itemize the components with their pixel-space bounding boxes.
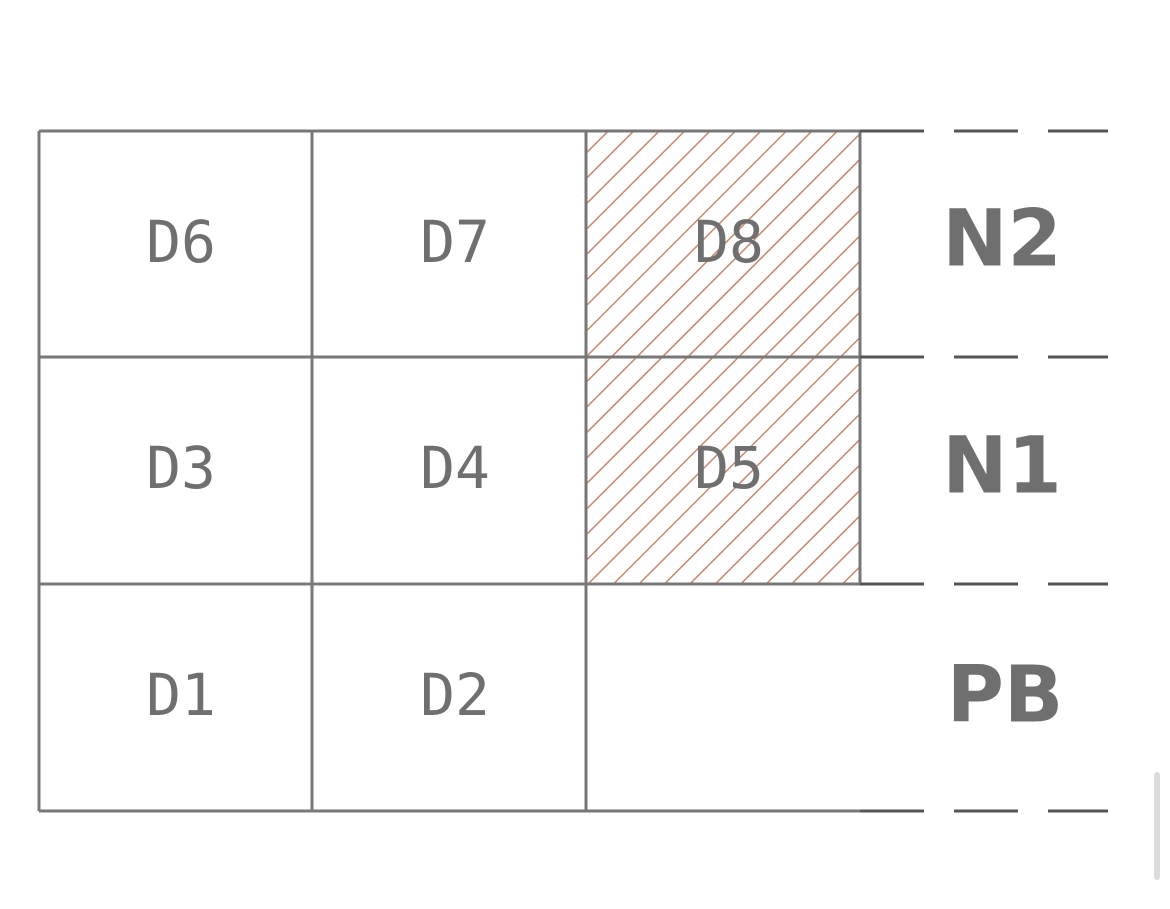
unit-label-d5: D5 (694, 434, 764, 502)
level-label-n2: N2 (942, 194, 1062, 284)
unit-label-d4: D4 (420, 434, 490, 502)
unit-label-d2: D2 (420, 661, 490, 729)
level-dash-lines (860, 129, 1108, 813)
hatch-fill-d8 (586, 131, 860, 357)
scroll-indicator[interactable] (1154, 772, 1160, 880)
unit-labels: D6 D7 D8 D3 D4 D5 D1 D2 (146, 208, 764, 729)
level-label-pb: PB (947, 650, 1064, 740)
unit-label-d8: D8 (694, 208, 764, 276)
unit-label-d1: D1 (146, 661, 216, 729)
level-labels: N2 N1 PB (942, 194, 1063, 740)
level-label-n1: N1 (942, 421, 1062, 511)
hatch-fill-d5 (586, 357, 860, 583)
unit-label-d3: D3 (146, 434, 216, 502)
unit-label-d7: D7 (420, 208, 490, 276)
unit-label-d6: D6 (146, 208, 216, 276)
